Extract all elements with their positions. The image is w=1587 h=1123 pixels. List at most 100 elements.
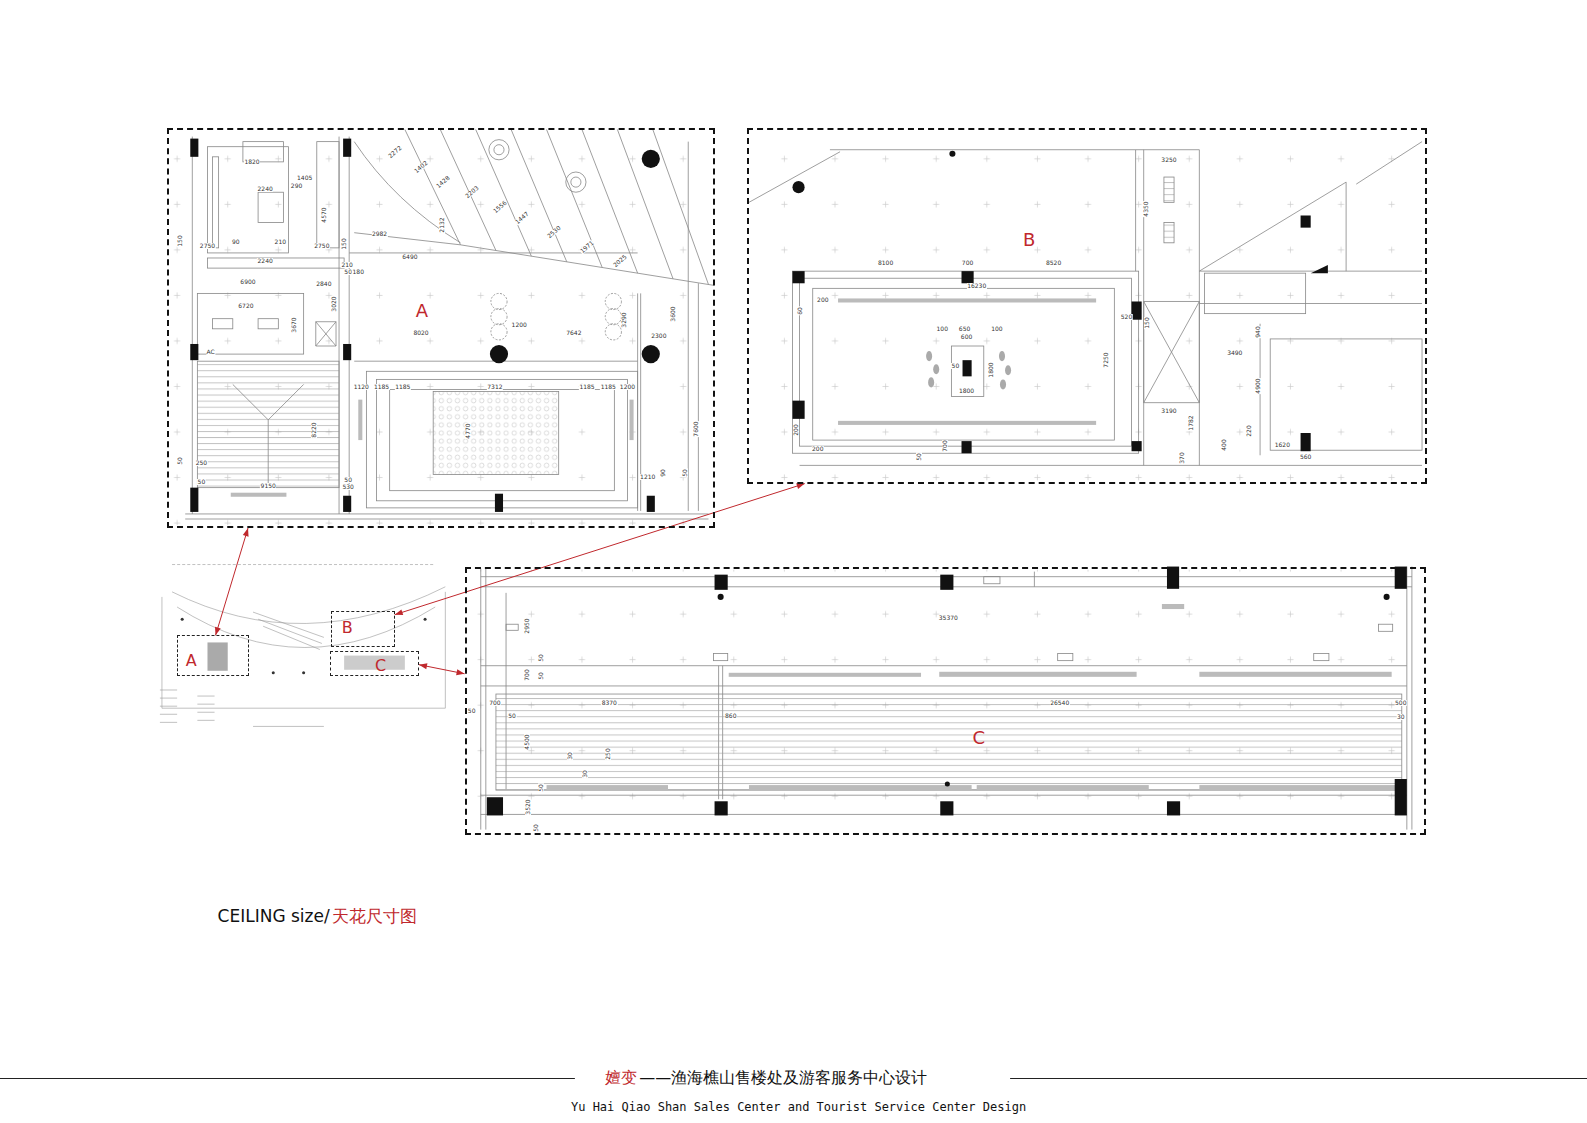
panel-a-plan-part [366, 371, 637, 508]
panel-b-plan-part-part [962, 271, 974, 283]
key-plan-zone: C [330, 651, 419, 676]
panel-a-plan-part [258, 192, 283, 222]
detail-panel: A [167, 128, 715, 528]
zone-letter: A [416, 302, 428, 320]
detail-panel: B [747, 128, 1427, 483]
dimension-text: 8370 [601, 700, 617, 706]
arrow-head [243, 528, 249, 537]
panel-c-plan-part [481, 567, 1412, 830]
panel-a-plan-part [566, 172, 586, 192]
dimension-text: 700 [489, 700, 501, 706]
panel-b-plan-part [1144, 301, 1200, 402]
panel-c-plan-part [984, 577, 1000, 584]
panel-b-plan-part-part [1132, 441, 1142, 451]
panel-a-plan-part [185, 137, 708, 519]
panel-c-plan-part-part [1199, 672, 1391, 677]
panel-a-plan-part [231, 493, 287, 497]
panel-a-plan-part [316, 322, 336, 346]
panel-b-plan-part-part [949, 151, 955, 157]
dimension-text: 210 [274, 239, 286, 245]
dimension-text: 560 [1299, 454, 1311, 460]
panel-b-plan [749, 142, 1422, 466]
dimension-text: 1120 [353, 384, 369, 390]
panel-a-plan-part [213, 319, 233, 329]
dimension-text: 2240 [257, 186, 273, 192]
key-plan-part [181, 618, 427, 675]
panel-b-plan-part [800, 278, 1132, 446]
dimension-text: 1428 [435, 175, 451, 190]
panel-b-plan-part [1164, 177, 1174, 202]
dimension-text: 2840 [316, 281, 332, 287]
dimension-text: 700 [942, 440, 948, 452]
dimension-text: 3020 [331, 295, 337, 311]
panel-a-plan-part [207, 147, 288, 253]
panel-a-plan-part [489, 140, 509, 160]
key-plan-part-part [302, 671, 305, 674]
dimension-text: 7642 [566, 330, 582, 336]
panel-a-plan-part [207, 258, 344, 268]
dimension-text: 26540 [1050, 700, 1070, 706]
dimension-text: 1800 [958, 388, 974, 394]
dimension-text: 290 [290, 183, 302, 189]
panel-c-plan-part-part [1167, 801, 1180, 815]
dimension-text: 50 [177, 457, 183, 466]
panel-a-plan-part-part [495, 494, 503, 512]
panel-a-plan [185, 129, 713, 519]
dimension-text: 8520 [1045, 260, 1061, 266]
dimension-text: 1620 [1274, 442, 1290, 448]
arrow-head [215, 627, 221, 636]
panel-a-plan-part [405, 129, 709, 284]
ceiling-grid-part [468, 570, 1423, 832]
dimension-text: 3600 [670, 305, 676, 321]
dimension-text: 180 [352, 269, 364, 275]
leader-line [395, 484, 805, 615]
dimension-text: 16230 [967, 283, 987, 289]
panel-c-plan-part-part [939, 672, 1136, 677]
dimension-text: 8020 [413, 330, 429, 336]
panel-b-plan-part-part [1311, 265, 1328, 273]
panel-a-plan-part [377, 379, 628, 500]
panel-a-plan-part [258, 319, 278, 329]
dimension-text: 50 [951, 363, 960, 369]
leader-arrow [395, 483, 805, 615]
panel-a-plan-part-part [190, 344, 198, 360]
panel-c-plan-part-part [1395, 779, 1407, 815]
panel-a-plan-part [494, 145, 504, 155]
key-plan-part [172, 564, 435, 565]
dimension-text: 2272 [387, 144, 403, 159]
panel-b-plan-part [838, 298, 1096, 302]
dimension-text: 3250 [1161, 157, 1177, 163]
dimension-text: 6720 [238, 303, 254, 309]
dimension-text: 3290 [621, 312, 627, 328]
dimension-text: 4350 [1143, 201, 1149, 217]
dimension-text: 2300 [651, 333, 667, 339]
dimension-text: 1210 [640, 474, 656, 480]
panel-a-plan-part [349, 142, 698, 511]
dimension-text: 35370 [938, 615, 958, 621]
arrow-head [395, 609, 404, 615]
panel-b-plan-part [951, 346, 983, 397]
panel-c-plan-part-part [977, 785, 1149, 790]
dimension-text: 50 [508, 713, 517, 719]
panel-b-plan-part-part [962, 441, 972, 453]
dimension-text: 30 [1396, 714, 1405, 720]
panel-c-plan-part-part [940, 801, 953, 815]
dimension-text: 250 [605, 747, 611, 759]
sheet-caption: CEILING size/ [218, 907, 330, 924]
zone-letter: C [375, 658, 386, 674]
panel-c-plan-part [1379, 624, 1393, 631]
panel-c-plan [481, 567, 1412, 830]
dimension-text: 2240 [257, 258, 273, 264]
panel-a-plan-part [233, 384, 304, 485]
dimension-text: 30 [582, 770, 588, 779]
arrow-head [796, 483, 805, 489]
panel-c-plan-part-part [715, 575, 728, 590]
panel-a-plan-part [571, 177, 581, 187]
panel-c-plan-part-part [718, 594, 724, 600]
zone-letter: B [342, 620, 353, 636]
dimension-text: 4770 [465, 423, 471, 439]
panel-c-plan-part [496, 694, 1402, 790]
key-plan-part-part [272, 671, 275, 674]
